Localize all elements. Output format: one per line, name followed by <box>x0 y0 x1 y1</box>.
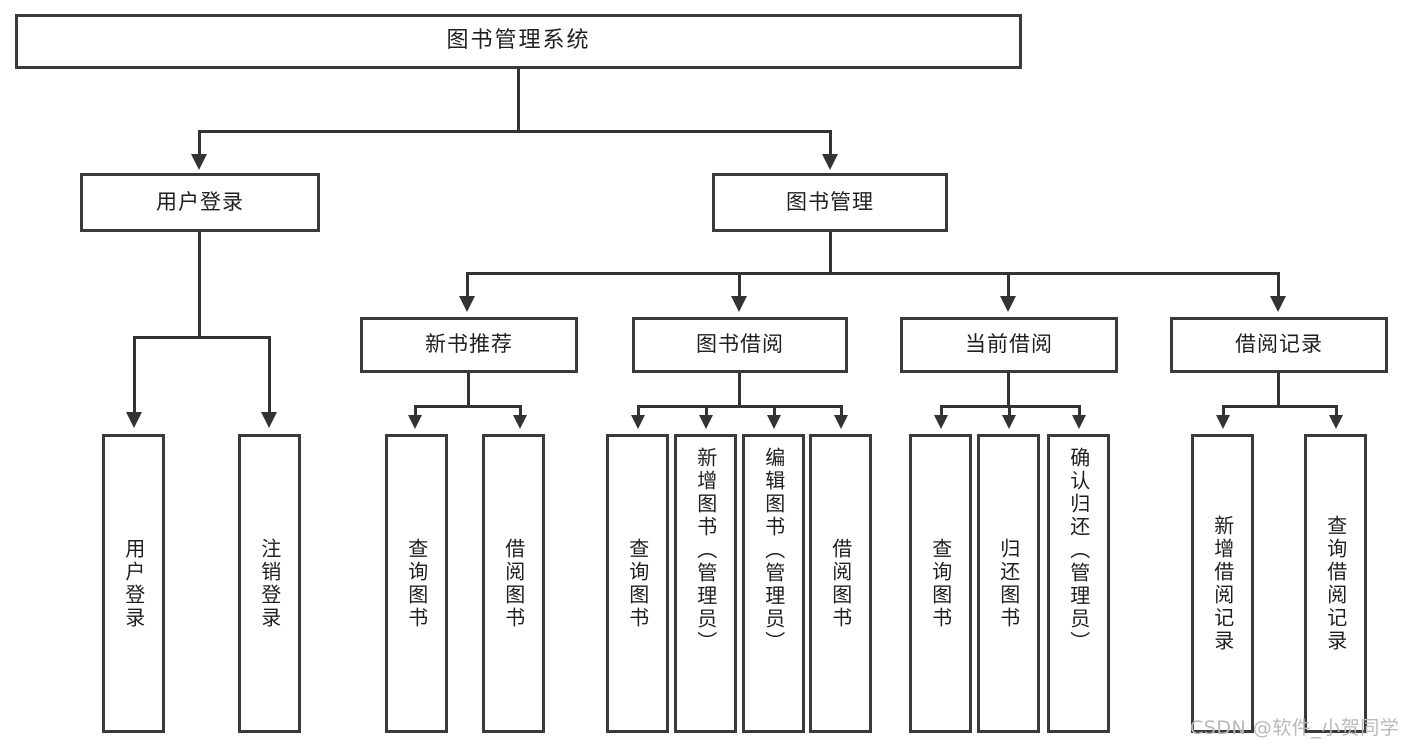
node-borrow-record[interactable]: 借阅记录 <box>1170 317 1388 373</box>
node-label: 图书管理系统 <box>446 28 591 54</box>
arrowhead-icon <box>1002 415 1016 429</box>
connector-bookmgmt-to-borrow <box>738 272 741 298</box>
connector-newbook-left <box>414 405 417 417</box>
leaf-user-login[interactable]: 用户登录 <box>102 434 165 733</box>
connector-borrowrecord-left <box>1222 405 1225 417</box>
leaf-label: 用户登录 <box>121 537 146 630</box>
connector-borrowrecord-stem <box>1277 373 1280 408</box>
node-label: 用户登录 <box>156 189 244 214</box>
arrowhead-icon <box>513 415 527 429</box>
connector-bookmgmt-to-record <box>1277 272 1280 298</box>
connector-root-stem <box>517 69 520 132</box>
connector-root-to-bookmgmt <box>829 130 832 158</box>
connector-bookmgmt-bus <box>466 272 1280 275</box>
connector-borrowrecord-right <box>1335 405 1338 417</box>
connector-root-bus <box>198 130 832 133</box>
arrowhead-icon <box>1270 296 1286 312</box>
leaf-borrow-book-newbook[interactable]: 借阅图书 <box>482 434 545 733</box>
connector-userlogin-left <box>133 336 136 414</box>
node-label: 图书借阅 <box>696 332 784 357</box>
node-label: 图书管理 <box>786 189 874 214</box>
connector-bookborrow-stem <box>738 373 741 408</box>
leaf-query-book-current[interactable]: 查询图书 <box>909 434 972 733</box>
arrowhead-icon <box>699 415 713 429</box>
arrowhead-icon <box>126 412 142 428</box>
leaf-query-book-newbook[interactable]: 查询图书 <box>385 434 448 733</box>
node-user-login[interactable]: 用户登录 <box>80 173 320 232</box>
arrowhead-icon <box>1216 415 1230 429</box>
node-current-borrow[interactable]: 当前借阅 <box>900 317 1118 373</box>
leaf-edit-book-admin[interactable]: 编辑图书（管理员） <box>742 434 805 733</box>
connector-bookborrow-bus <box>637 405 842 408</box>
node-label: 当前借阅 <box>965 332 1053 357</box>
leaf-label: 借阅图书 <box>828 537 853 630</box>
leaf-query-book-borrow[interactable]: 查询图书 <box>606 434 669 733</box>
node-book-borrow[interactable]: 图书借阅 <box>632 317 848 373</box>
connector-newbook-right <box>519 405 522 417</box>
connector-currentborrow-c3 <box>1078 405 1081 417</box>
leaf-label: 编辑图书（管理员） <box>761 447 786 654</box>
leaf-label: 借阅图书 <box>501 537 526 630</box>
node-new-book-recommend[interactable]: 新书推荐 <box>360 317 578 373</box>
leaf-label: 确认归还（管理员） <box>1066 447 1091 654</box>
connector-userlogin-right <box>268 336 271 414</box>
arrowhead-icon <box>822 154 838 170</box>
node-label: 新书推荐 <box>425 332 513 357</box>
arrowhead-icon <box>1000 296 1016 312</box>
leaf-borrow-book[interactable]: 借阅图书 <box>809 434 872 733</box>
leaf-logout[interactable]: 注销登录 <box>238 434 301 733</box>
leaf-label: 查询借阅记录 <box>1323 514 1348 653</box>
arrowhead-icon <box>191 154 207 170</box>
node-book-management-system[interactable]: 图书管理系统 <box>15 14 1022 69</box>
connector-currentborrow-c2 <box>1008 405 1011 417</box>
leaf-query-borrow-record[interactable]: 查询借阅记录 <box>1304 434 1367 733</box>
leaf-label: 查询图书 <box>928 537 953 630</box>
connector-bookmgmt-to-new <box>466 272 469 298</box>
arrowhead-icon <box>631 415 645 429</box>
leaf-label: 归还图书 <box>996 537 1021 630</box>
connector-bookborrow-c3 <box>773 405 776 417</box>
leaf-add-book-admin[interactable]: 新增图书（管理员） <box>674 434 737 733</box>
connector-currentborrow-stem <box>1007 373 1010 408</box>
connector-newbook-stem <box>467 373 470 408</box>
connector-root-to-userlogin <box>198 130 201 158</box>
arrowhead-icon <box>261 412 277 428</box>
arrowhead-icon <box>459 296 475 312</box>
arrowhead-icon <box>1329 415 1343 429</box>
leaf-label: 查询图书 <box>625 537 650 630</box>
leaf-label: 新增图书（管理员） <box>693 447 718 654</box>
connector-bookborrow-c1 <box>637 405 640 417</box>
connector-bookborrow-c2 <box>705 405 708 417</box>
arrowhead-icon <box>767 415 781 429</box>
leaf-label: 新增借阅记录 <box>1210 514 1235 653</box>
arrowhead-icon <box>934 415 948 429</box>
arrowhead-icon <box>1072 415 1086 429</box>
arrowhead-icon <box>731 296 747 312</box>
leaf-label: 查询图书 <box>404 537 429 630</box>
connector-bookborrow-c4 <box>840 405 843 417</box>
watermark-text: CSDN @软件_小贺同学 <box>1190 717 1400 739</box>
leaf-add-borrow-record[interactable]: 新增借阅记录 <box>1191 434 1254 733</box>
leaf-label: 注销登录 <box>257 537 282 630</box>
leaf-confirm-return-admin[interactable]: 确认归还（管理员） <box>1047 434 1110 733</box>
connector-newbook-bus <box>414 405 522 408</box>
connector-bookmgmt-to-current <box>1007 272 1010 298</box>
node-label: 借阅记录 <box>1235 332 1323 357</box>
connector-borrowrecord-bus <box>1222 405 1338 408</box>
arrowhead-icon <box>408 415 422 429</box>
arrowhead-icon <box>834 415 848 429</box>
connector-currentborrow-c1 <box>940 405 943 417</box>
connector-userlogin-stem <box>198 232 201 339</box>
node-book-management[interactable]: 图书管理 <box>712 173 948 232</box>
connector-userlogin-bus <box>133 336 271 339</box>
leaf-return-book[interactable]: 归还图书 <box>977 434 1040 733</box>
connector-bookmgmt-stem <box>829 232 832 275</box>
